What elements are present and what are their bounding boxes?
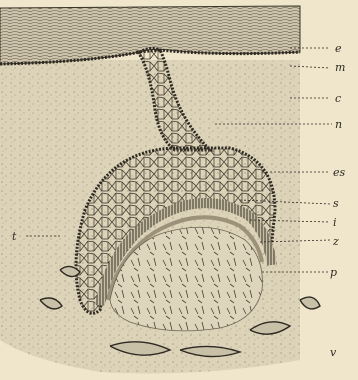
label-z: z	[332, 235, 339, 248]
label-es: es	[333, 166, 346, 179]
label-i: i	[333, 216, 337, 229]
label-v: v	[330, 346, 337, 359]
label-n: n	[335, 118, 342, 131]
label-m: m	[335, 61, 345, 74]
label-e: e	[335, 42, 342, 55]
label-p: p	[330, 266, 337, 279]
label-t: t	[12, 230, 17, 243]
label-s: s	[333, 197, 339, 210]
label-c: c	[335, 92, 341, 105]
